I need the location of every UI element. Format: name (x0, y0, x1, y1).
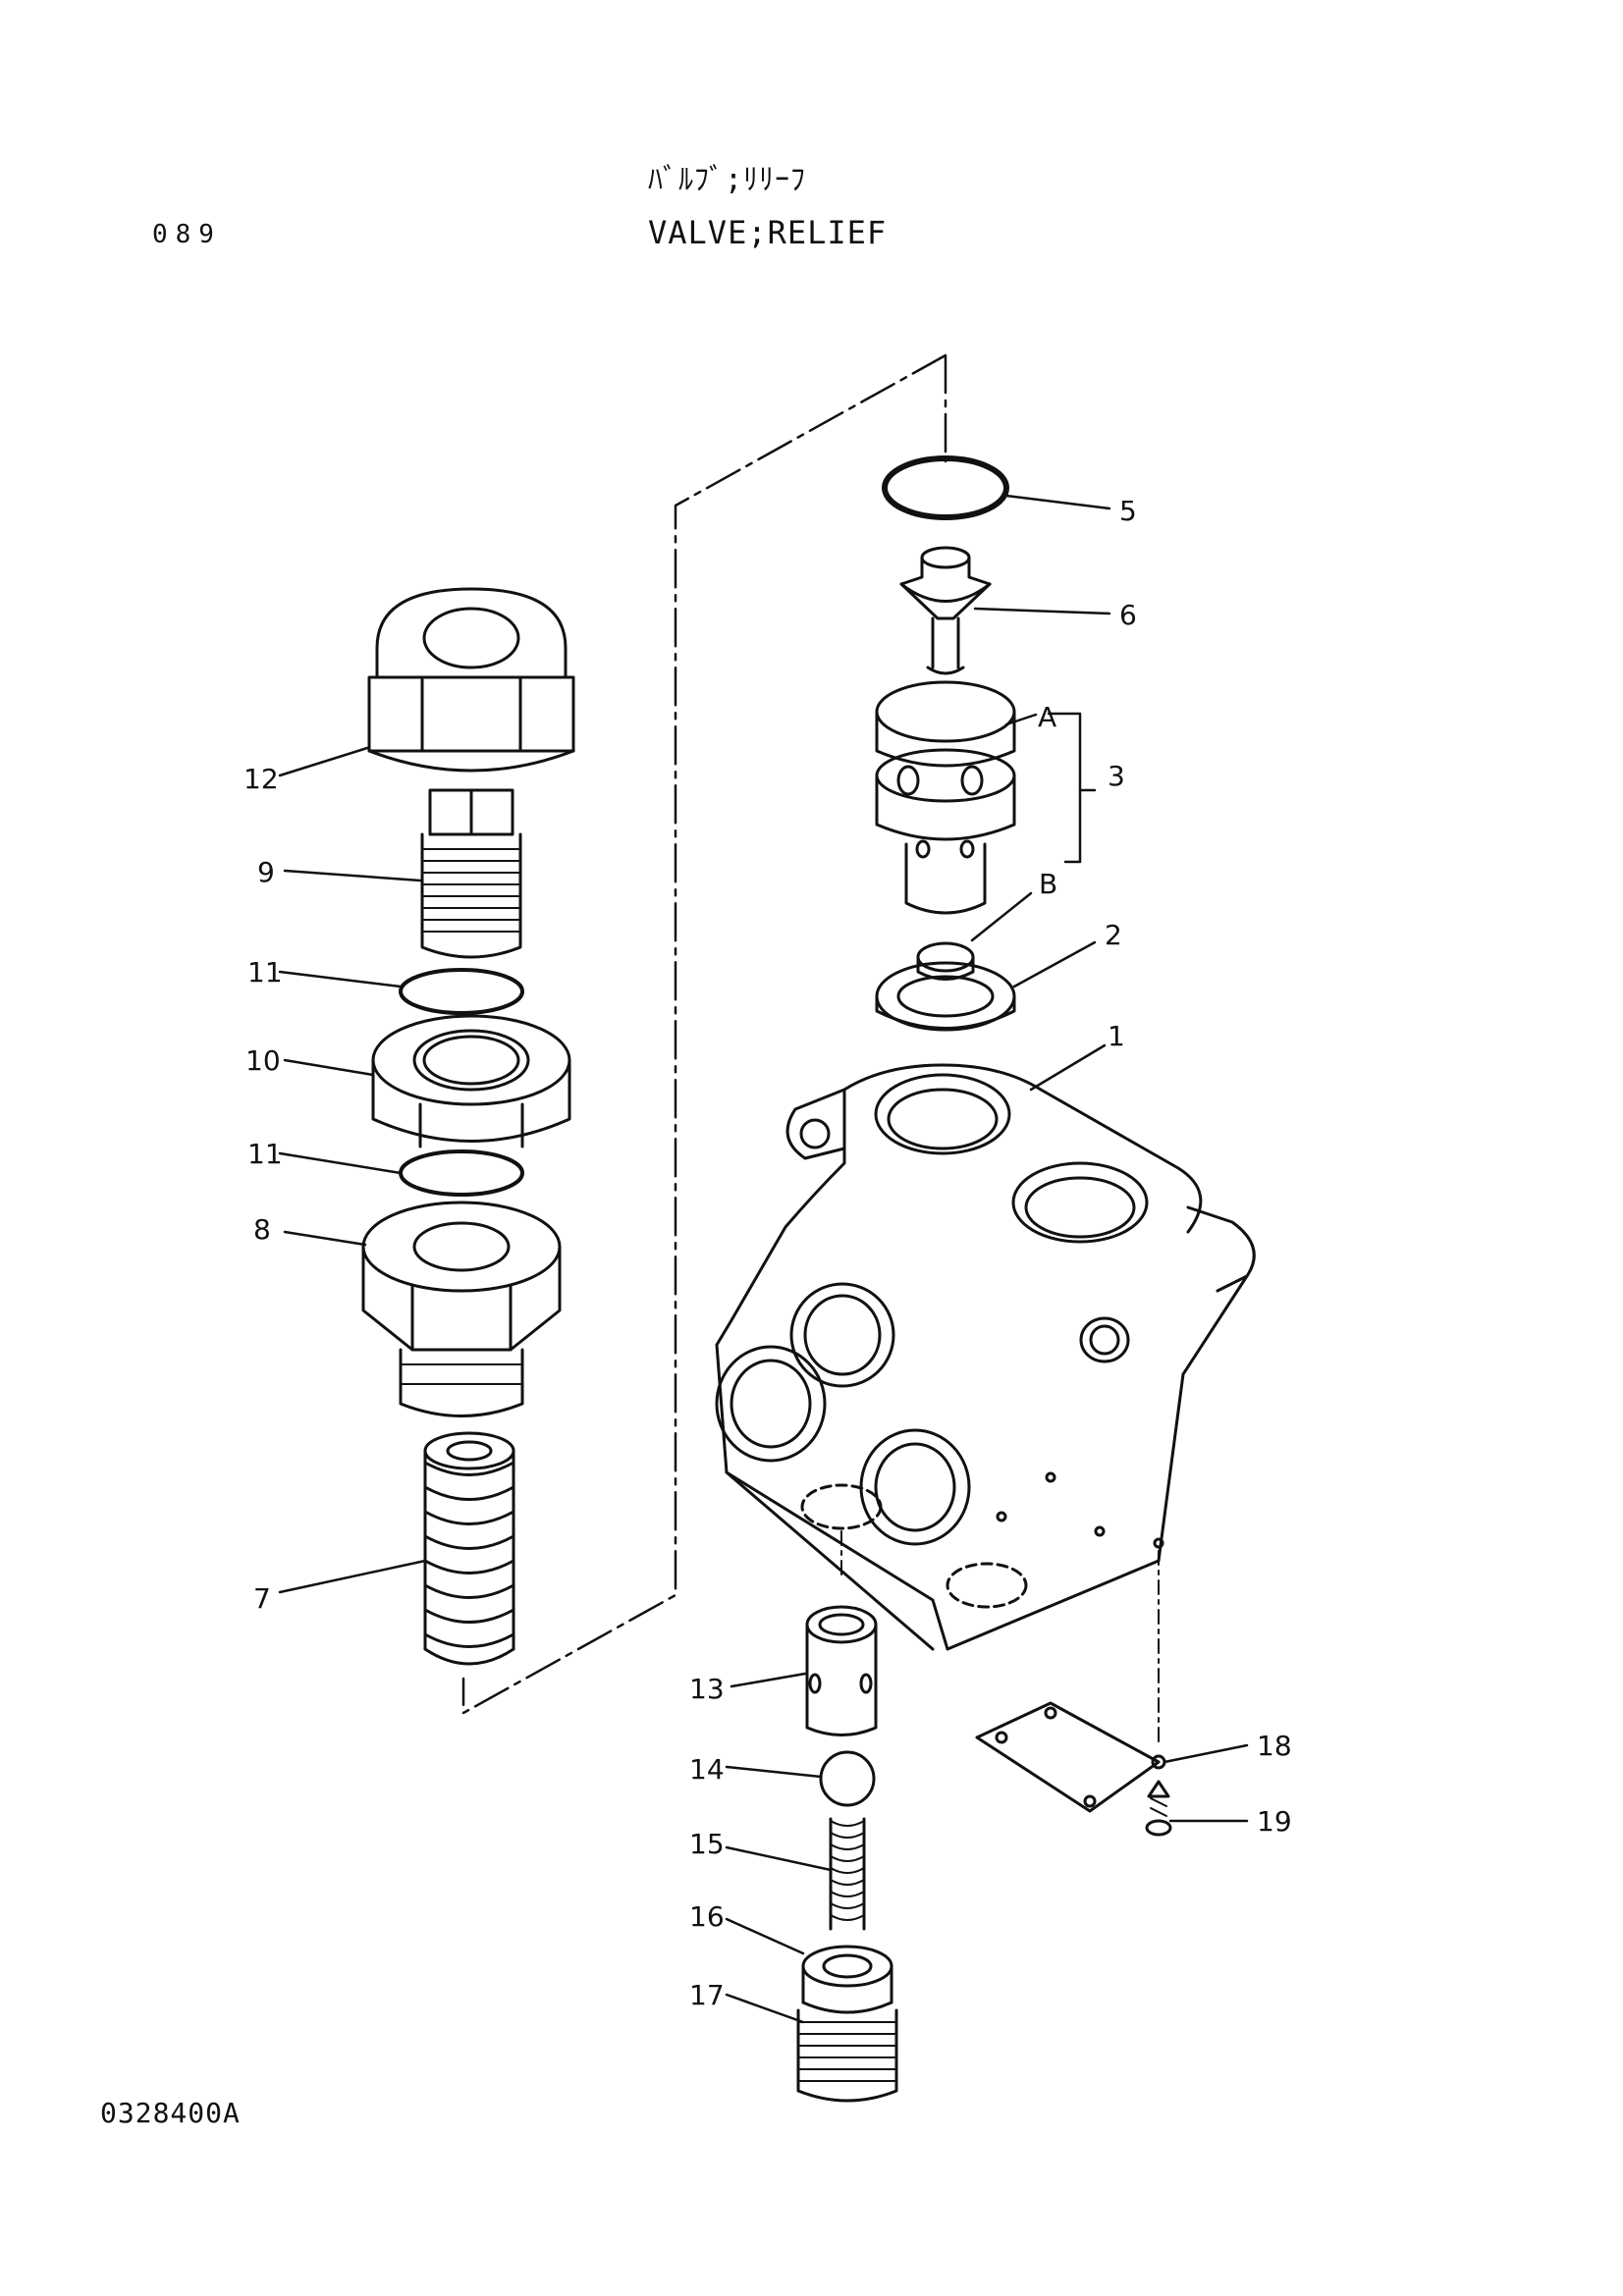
callout-12: 12 (243, 763, 279, 795)
callout-13: 13 (689, 1673, 725, 1705)
part-12-cap-nut (367, 587, 575, 773)
part-6-poppet (899, 546, 992, 675)
callout-7: 7 (253, 1582, 271, 1615)
part-b-seat (916, 941, 975, 981)
part-13-sleeve (805, 1605, 878, 1736)
callout-16: 16 (689, 1900, 725, 1933)
part-7-spring (423, 1431, 515, 1666)
callout-8: 8 (253, 1213, 271, 1246)
page-title: VALVE;RELIEF (648, 214, 888, 251)
assembly-centerline (461, 353, 947, 1715)
callout-6: 6 (1119, 599, 1137, 631)
callout-3: 3 (1108, 760, 1125, 792)
page-number: 089 (152, 220, 222, 249)
callout-11-lower: 11 (247, 1138, 283, 1170)
callout-5: 5 (1119, 495, 1137, 527)
part-9-adjusting-screw (420, 788, 522, 959)
leader-lines (278, 494, 1249, 2024)
part-1-valve-body (715, 1063, 1256, 1651)
callout-14: 14 (689, 1753, 725, 1786)
callout-2: 2 (1105, 919, 1122, 951)
callout-11-upper: 11 (247, 956, 283, 988)
part-11-o-ring-lower (399, 1149, 524, 1197)
part-8-plug (361, 1201, 562, 1417)
drawing-number: 0328400A (100, 2097, 241, 2129)
callout-b: B (1039, 868, 1057, 900)
part-3-sleeve-assembly (875, 680, 1016, 915)
callout-9: 9 (257, 856, 275, 888)
callout-labels: 5 6 A 3 B 2 1 12 9 11 10 11 8 7 13 14 15… (243, 495, 1292, 2011)
part-11-o-ring-upper (399, 968, 524, 1015)
part-15-spring (829, 1817, 866, 1931)
callout-15: 15 (689, 1828, 725, 1860)
part-10-lock-nut (371, 1014, 571, 1148)
part-18-cover-plate (975, 1701, 1166, 1813)
callout-1: 1 (1108, 1020, 1125, 1052)
callout-17: 17 (689, 1979, 725, 2011)
part-14-ball (819, 1750, 876, 1807)
callout-18: 18 (1257, 1730, 1292, 1762)
part-17-plug (796, 1945, 898, 2103)
callout-a: A (1038, 701, 1056, 733)
page-title-japanese: ﾊﾞﾙﾌﾞ;ﾘﾘｰﾌ (648, 163, 807, 197)
part-5-o-ring (882, 455, 1009, 520)
callout-19: 19 (1257, 1805, 1292, 1838)
part-2-seat-ring (875, 961, 1016, 1032)
part-19-screw (1145, 1780, 1172, 1837)
callout-10: 10 (245, 1044, 281, 1077)
